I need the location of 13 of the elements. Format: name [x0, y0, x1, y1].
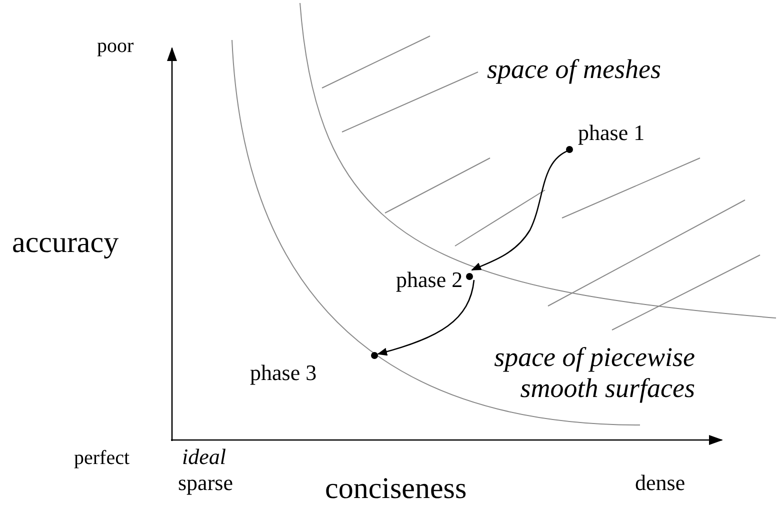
- axis-end-label: poor: [97, 36, 134, 56]
- phase-label: phase 2: [396, 269, 463, 291]
- arrow: [377, 280, 475, 356]
- axis-end-label: dense: [635, 472, 686, 494]
- phase-label: phase 3: [250, 362, 317, 384]
- axis-end-label: perfect: [74, 448, 130, 468]
- axis-title: conciseness: [325, 474, 467, 504]
- region-label: space of piecewise smooth surfaces: [493, 342, 695, 404]
- phase-label: phase 1: [578, 122, 645, 144]
- axis-title: accuracy: [12, 228, 119, 258]
- point-label: ideal: [182, 446, 226, 468]
- region-label: space of meshes: [487, 56, 661, 83]
- axis-end-label: sparse: [178, 472, 233, 494]
